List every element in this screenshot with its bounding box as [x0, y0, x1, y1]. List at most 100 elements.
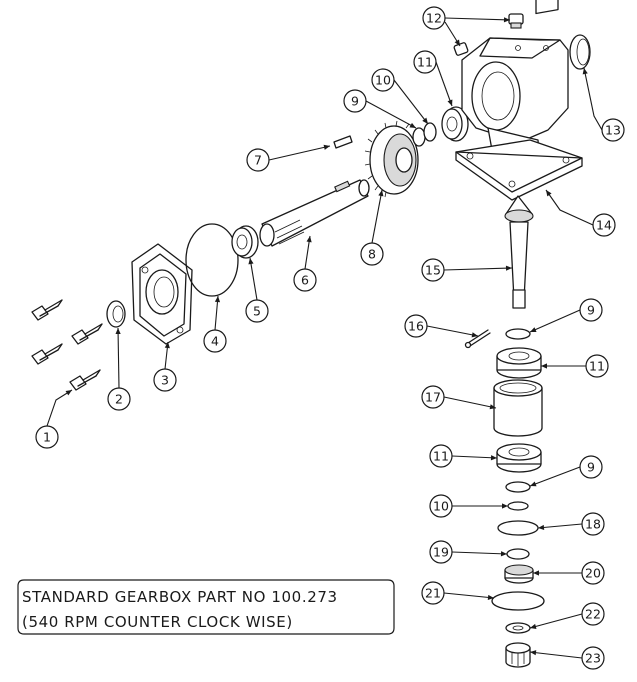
callout-14: 14 [545, 189, 616, 237]
key-part-7 [333, 135, 353, 149]
callout-5-leader [249, 257, 258, 301]
callout-8-circle [360, 242, 384, 266]
callout-7-number: 7 [254, 153, 262, 168]
callout-2-circle [107, 387, 131, 411]
callout-21-circle [421, 581, 445, 605]
o-ring-part-21 [491, 591, 545, 611]
callout-3: 3 [153, 341, 177, 392]
callout-7-leader-arrowhead [323, 144, 330, 150]
callout-12-circle [422, 6, 446, 30]
bearing-part-11-top [441, 106, 469, 142]
callout-10-leader-arrowhead [422, 117, 428, 124]
callout-19-circle [429, 540, 453, 564]
callout-23: 23 [529, 646, 605, 670]
callout-14-circle [592, 213, 616, 237]
callout-18-leader-arrowhead [538, 524, 545, 531]
callout-21-number: 21 [425, 586, 441, 601]
seal-part-2 [106, 300, 126, 328]
title-line-1: STANDARD GEARBOX PART NO 100.273 [22, 588, 338, 606]
callout-16-leader [426, 325, 479, 337]
title-block: STANDARD GEARBOX PART NO 100.273 (540 RP… [17, 579, 395, 635]
circlip-part-10 [423, 122, 437, 142]
callout-5-circle [245, 299, 269, 323]
callout-17-leader-arrowhead [489, 404, 496, 410]
callout-labels: 1234567891011121314159161117119101819202… [35, 6, 625, 670]
callout-13-circle [601, 118, 625, 142]
callout-13-leader-arrowhead [582, 68, 588, 75]
callout-15-number: 15 [425, 263, 441, 278]
callout-15-leader-arrowhead [505, 265, 512, 271]
callout-14-leader [545, 189, 594, 226]
callout-1-circle [35, 425, 59, 449]
input-shaft-part-6 [259, 179, 370, 247]
callout-6: 6 [293, 235, 317, 292]
callout-15: 15 [421, 258, 513, 282]
bearing-part-11-middle [496, 347, 542, 379]
callout-3-circle [153, 368, 177, 392]
callout-5: 5 [245, 257, 269, 323]
callout-12-leader-arrowhead [503, 17, 510, 23]
ring-part-18 [497, 520, 539, 536]
spacer-sleeve-part-17 [493, 379, 543, 437]
flange-cover-part-3 [131, 243, 193, 345]
gearbox-housing-part-14 [455, 0, 583, 201]
callout-21-leader [443, 592, 495, 599]
callout-20-leader-arrowhead [533, 570, 539, 576]
callout-9: 9 [529, 298, 603, 333]
callout-22-number: 22 [585, 607, 601, 622]
cap-part-13 [569, 34, 591, 70]
callout-18-leader [537, 523, 583, 529]
callout-5-leader-arrowhead [248, 258, 254, 265]
washer-part-22 [505, 622, 531, 634]
callout-9-number: 9 [587, 303, 595, 318]
plug-part-12b [453, 42, 469, 56]
callout-15-circle [421, 258, 445, 282]
castle-nut-part-23 [505, 642, 531, 668]
callout-17: 17 [421, 385, 497, 410]
seal-part-20 [504, 564, 534, 584]
callout-23-number: 23 [585, 651, 601, 666]
callout-11-number: 11 [417, 55, 433, 70]
callout-8-leader-arrowhead [378, 190, 384, 197]
o-ring-part-4 [185, 223, 239, 297]
callout-11-circle [429, 444, 453, 468]
callout-19-leader [451, 551, 508, 555]
callout-22-leader-arrowhead [530, 623, 537, 629]
callout-21-leader-arrowhead [487, 594, 494, 600]
callout-17-leader [443, 396, 497, 409]
callout-2: 2 [107, 327, 131, 411]
callout-11-leader-arrowhead [447, 99, 453, 106]
callout-1-leader [46, 389, 73, 427]
callout-13-number: 13 [605, 123, 621, 138]
callout-9-leader [529, 309, 581, 333]
callout-13-leader [583, 67, 603, 131]
bolt-1b [71, 323, 103, 345]
circlip-part-10-lower [507, 501, 529, 511]
callout-19-number: 19 [433, 545, 449, 560]
callout-10-number: 10 [433, 499, 449, 514]
callout-11-number: 11 [589, 359, 605, 374]
circlip-part-19 [506, 548, 530, 560]
callout-11-leader [435, 61, 453, 107]
bearing-part-5 [231, 225, 259, 259]
callout-8-number: 8 [368, 247, 376, 262]
callout-11-circle [585, 354, 609, 378]
plug-part-12a [508, 13, 524, 29]
callout-11: 11 [429, 444, 498, 468]
callout-12-leader [444, 17, 511, 21]
callout-13: 13 [582, 67, 625, 142]
callout-22-circle [581, 602, 605, 626]
callout-9-leader-arrowhead [530, 481, 537, 487]
callout-9-number: 9 [351, 94, 359, 109]
callout-5-number: 5 [253, 304, 261, 319]
callout-7-circle [246, 148, 270, 172]
callout-12-leader-2-arrowhead [454, 39, 460, 46]
callout-12: 12 [422, 6, 511, 47]
callout-4-leader-arrowhead [214, 296, 221, 303]
callout-14-number: 14 [596, 218, 612, 233]
callout-20-circle [581, 561, 605, 585]
callout-10-leader [393, 79, 429, 125]
callout-16: 16 [404, 314, 479, 338]
callout-6-leader-arrowhead [306, 236, 312, 243]
